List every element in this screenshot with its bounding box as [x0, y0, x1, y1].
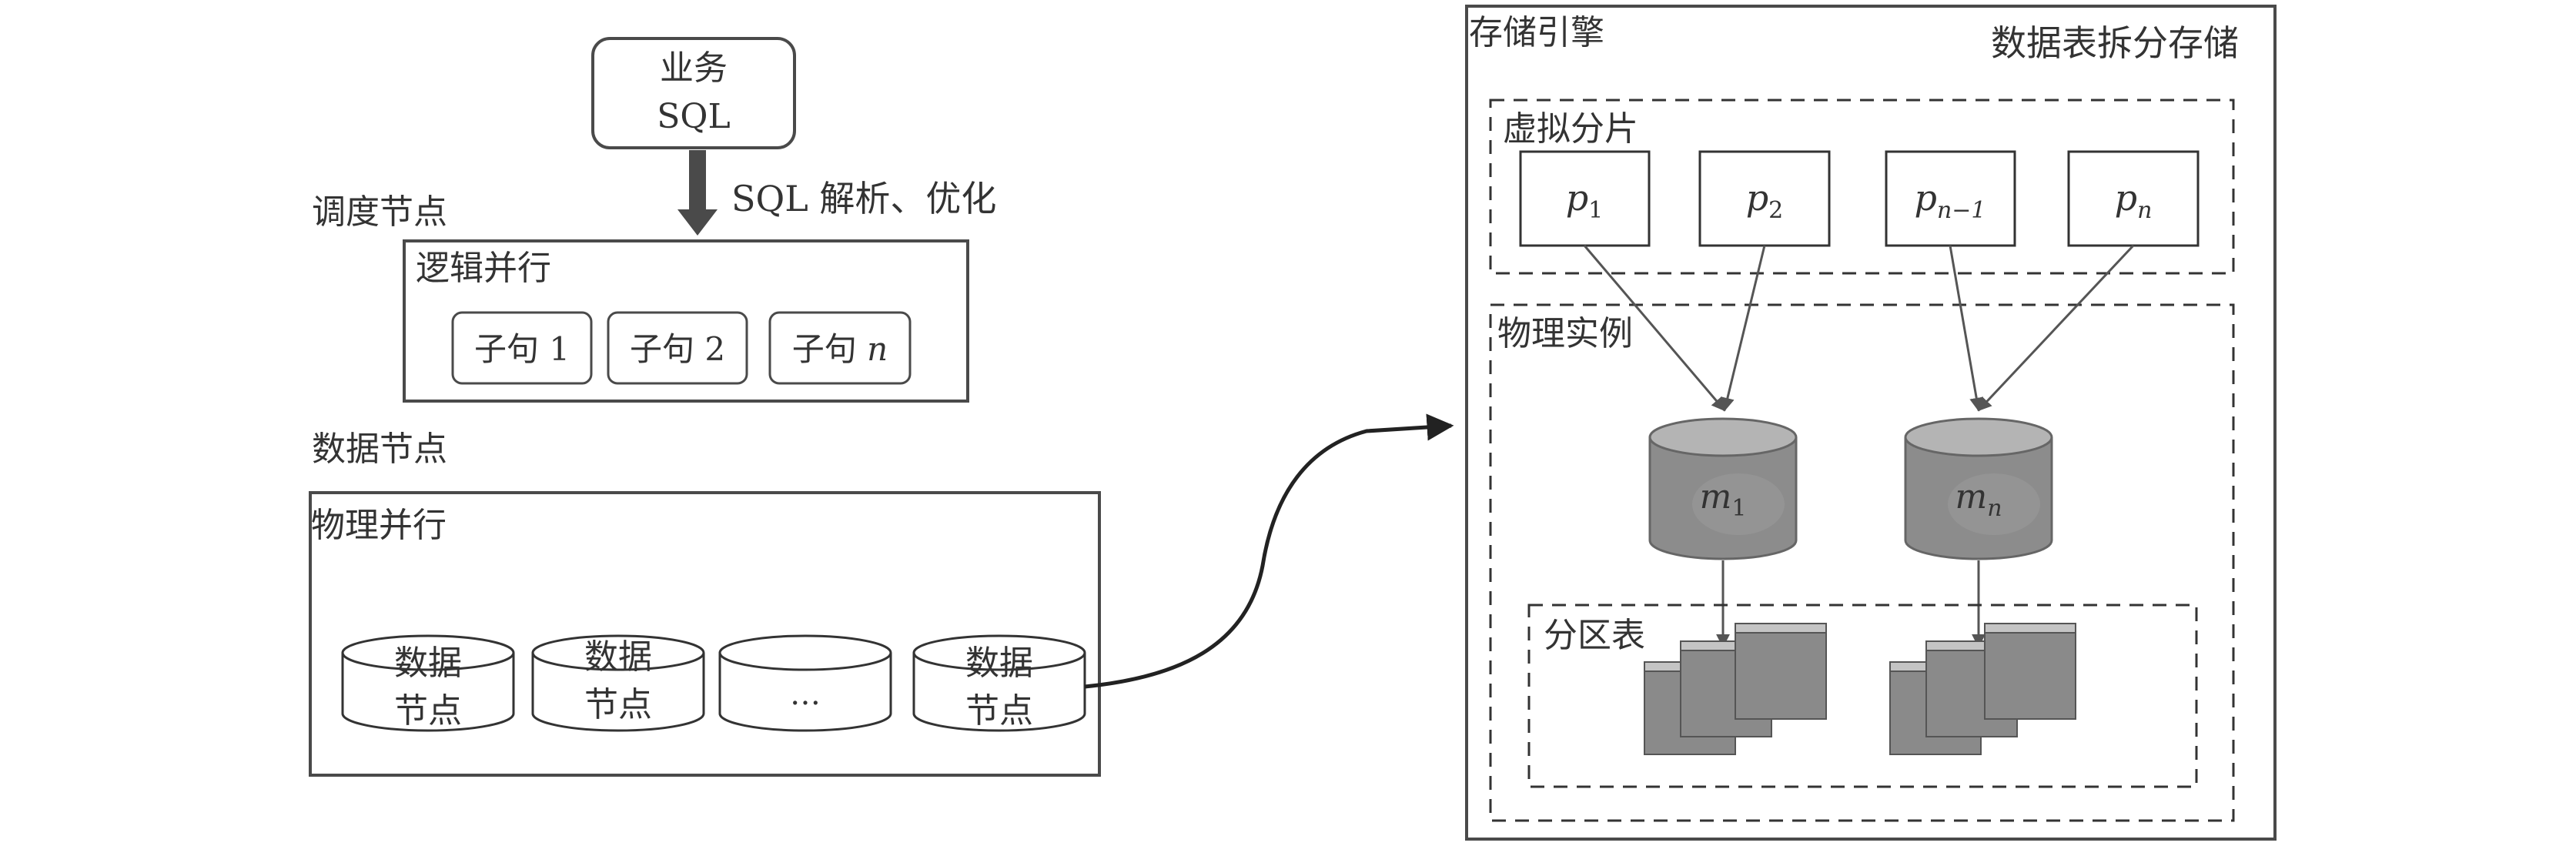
data-node-drum-4: 数据 节点	[912, 634, 1086, 732]
shard-box-pn: pn	[2067, 150, 2200, 247]
instance-partition-arrows	[1716, 560, 1986, 648]
shard-base: p	[1915, 177, 1937, 219]
svg-text:mn: mn	[1955, 477, 2002, 522]
data-node-text-line2: 节点	[965, 691, 1033, 731]
shard-sub: n	[2137, 197, 2152, 224]
data-node-text-line1: 数据	[584, 637, 652, 677]
instance-sub: n	[1987, 495, 2002, 522]
shard-sub: n−1	[1937, 197, 1986, 224]
svg-text:p1: p1	[1566, 177, 1604, 224]
parse-label: SQL 解析、优化	[731, 178, 996, 219]
partition-tables-icon-1	[1644, 623, 1827, 755]
svg-text:子句 2: 子句 2	[630, 330, 725, 368]
split-storage-label: 数据表拆分存储	[1991, 22, 2239, 64]
instance-base: m	[1955, 477, 1987, 517]
svg-text:m1: m1	[1700, 477, 1747, 522]
physical-instance-label: 物理实例	[1497, 314, 1633, 353]
clause-box-1: 子句 1	[451, 311, 593, 385]
svg-text:pn−1: pn−1	[1915, 177, 1986, 224]
virtual-shard-label: 虚拟分片	[1503, 109, 1638, 149]
logical-parallel-label: 逻辑并行	[416, 249, 551, 288]
clause-text: 子句	[630, 330, 704, 368]
shard-base: p	[1746, 177, 1768, 219]
shard-box-p1: p1	[1519, 150, 1651, 247]
shard-base: p	[1566, 177, 1588, 219]
data-node-label: 数据节点	[312, 430, 447, 469]
business-sql-box: 业务 SQL	[591, 37, 796, 149]
partition-tables-icon-2	[1889, 623, 2076, 755]
svg-text:pn: pn	[2115, 177, 2153, 224]
data-node-drum-2: 数据 节点	[531, 634, 705, 732]
instance-cylinder-m1: m1	[1648, 417, 1798, 560]
shard-box-p2: p2	[1698, 150, 1831, 247]
instance-sub: 1	[1731, 495, 1746, 522]
storage-engine-box: 存储引擎 数据表拆分存储	[1465, 5, 2277, 841]
parse-arrow	[677, 150, 718, 236]
physical-parallel-label: 物理并行	[311, 506, 447, 545]
partition-table-box: 分区表	[1527, 604, 2198, 788]
instance-cylinder-mn: mn	[1904, 417, 2053, 560]
physical-parallel-box: 物理并行	[309, 491, 1101, 777]
business-label: 业务	[660, 48, 728, 88]
shard-instance-arrows	[1583, 244, 2135, 412]
storage-engine-label: 存储引擎	[1469, 13, 1604, 52]
sql-label: SQL	[657, 97, 730, 136]
clause-text: 子句	[792, 330, 867, 368]
clause-box-n: 子句 n	[768, 311, 912, 385]
data-node-drum-ellipsis: …	[718, 634, 892, 732]
ellipsis-text: …	[790, 677, 821, 712]
partition-table-label: 分区表	[1544, 616, 1645, 655]
clause-number: 2	[704, 330, 725, 368]
scheduler-node-label: 调度节点	[312, 192, 447, 232]
data-node-text-line2: 节点	[394, 691, 462, 731]
instance-base: m	[1700, 477, 1732, 517]
clause-number: n	[867, 330, 888, 368]
svg-text:子句 n: 子句 n	[792, 330, 888, 368]
physical-instance-box: 物理实例	[1489, 303, 2235, 822]
connector-curve-arrow	[1084, 413, 1454, 689]
shard-sub: 2	[1768, 197, 1783, 224]
shard-base: p	[2115, 177, 2137, 219]
virtual-shard-box: 虚拟分片	[1489, 99, 2235, 275]
data-node-text-line1: 数据	[965, 644, 1033, 683]
clause-number: 1	[549, 330, 570, 368]
shard-box-pn-1: pn−1	[1885, 150, 2016, 247]
clause-text: 子句	[474, 330, 549, 368]
data-node-drum-1: 数据 节点	[341, 634, 515, 732]
svg-text:p2: p2	[1746, 177, 1784, 224]
data-node-text-line2: 节点	[584, 685, 652, 724]
shard-sub: 1	[1588, 197, 1603, 224]
clause-box-2: 子句 2	[607, 311, 748, 385]
data-node-text-line1: 数据	[394, 644, 462, 683]
svg-text:子句 1: 子句 1	[474, 330, 570, 368]
